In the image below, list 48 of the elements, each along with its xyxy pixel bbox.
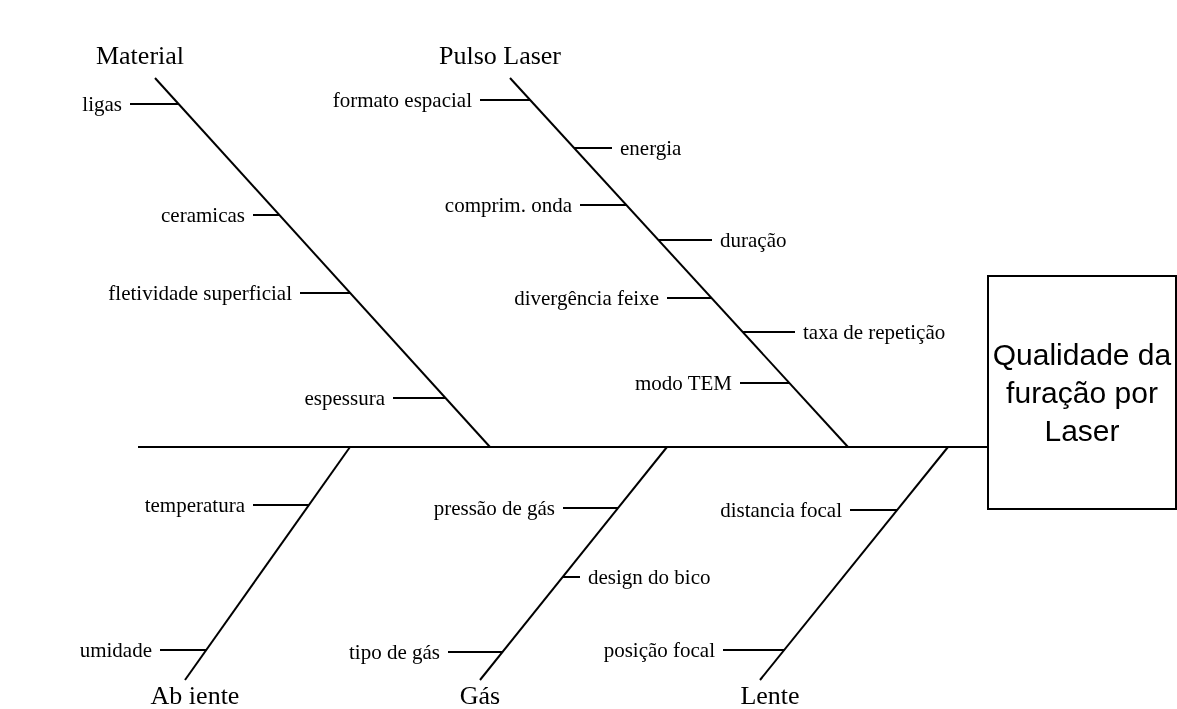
cause-label: duração bbox=[712, 227, 787, 253]
cause-label: ligas bbox=[82, 91, 130, 117]
branch-line bbox=[159, 649, 208, 651]
category-label: Material bbox=[95, 40, 185, 72]
cause-label: espessura bbox=[304, 385, 393, 411]
bone-line bbox=[479, 446, 668, 681]
branch-line bbox=[573, 147, 613, 149]
branch-line bbox=[252, 504, 310, 506]
branch-line bbox=[579, 204, 628, 206]
bone-line bbox=[154, 77, 491, 448]
branch-line bbox=[561, 576, 581, 578]
spine-line bbox=[137, 446, 988, 448]
cause-label: comprim. onda bbox=[444, 192, 580, 218]
cause-label: temperatura bbox=[144, 492, 253, 518]
category-label: Lente bbox=[740, 680, 800, 709]
branch-line bbox=[666, 297, 713, 299]
bone-line bbox=[184, 446, 351, 681]
category-label: Pulso Laser bbox=[439, 40, 561, 72]
cause-label: posição focal bbox=[603, 637, 723, 663]
cause-label: distancia focal bbox=[720, 497, 850, 523]
branch-line bbox=[392, 397, 447, 399]
branch-line bbox=[562, 507, 620, 509]
effect-box: Qualidade da furação por Laser bbox=[987, 275, 1177, 510]
cause-label: modo TEM bbox=[634, 370, 740, 396]
branch-line bbox=[447, 651, 504, 653]
branch-line bbox=[741, 331, 796, 333]
bone-line bbox=[759, 446, 949, 681]
cause-label: energia bbox=[612, 135, 682, 161]
branch-line bbox=[657, 239, 713, 241]
cause-label: fletividade superficial bbox=[108, 280, 300, 306]
cause-label: tipo de gás bbox=[349, 639, 448, 665]
category-label: Gás bbox=[459, 680, 501, 709]
branch-line bbox=[722, 649, 786, 651]
branch-line bbox=[479, 99, 532, 101]
branch-line bbox=[129, 103, 180, 105]
cause-label: formato espacial bbox=[332, 87, 480, 113]
category-label: Ab iente bbox=[150, 680, 240, 709]
cause-label: taxa de repetição bbox=[795, 319, 946, 345]
bone-line bbox=[509, 77, 849, 448]
cause-label: umidade bbox=[79, 637, 160, 663]
branch-line bbox=[252, 214, 281, 216]
cause-label: pressão de gás bbox=[433, 495, 563, 521]
branch-line bbox=[299, 292, 352, 294]
cause-label: divergência feixe bbox=[514, 285, 667, 311]
branch-line bbox=[849, 509, 899, 511]
branch-line bbox=[739, 382, 791, 384]
cause-label: ceramicas bbox=[161, 202, 253, 228]
cause-label: design do bico bbox=[580, 564, 711, 590]
